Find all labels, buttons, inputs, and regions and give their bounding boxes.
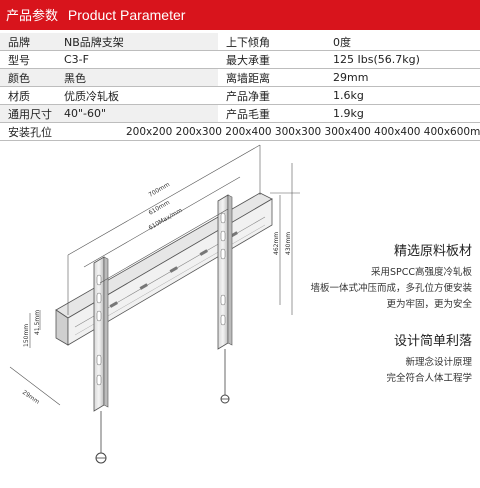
param-label: 最大承重 <box>218 50 325 69</box>
feature-line: 更为牢固，更为安全 <box>386 299 472 310</box>
param-label: 安装孔位 <box>0 122 56 141</box>
param-label: 产品净重 <box>218 86 325 105</box>
table-row: 颜色 黑色 离墙距离 29mm <box>0 68 480 87</box>
param-value: 29mm <box>325 68 480 87</box>
dimension-lines <box>9 144 300 406</box>
param-label: 品牌 <box>0 33 56 51</box>
feature-title: 精选原料板材 <box>393 244 472 259</box>
param-label: 通用尺寸 <box>0 104 56 123</box>
param-label: 材质 <box>0 86 56 105</box>
dim-label-41: 41.5mm <box>34 310 41 335</box>
section-header: 产品参数 Product Parameter <box>0 0 480 30</box>
param-value: 黑色 <box>56 68 218 87</box>
feature-line: 墙板一体式冲压而成，多孔位方便安装 <box>310 283 472 294</box>
header-title-en: Product Parameter <box>67 7 186 23</box>
dim-label-462: 462mm <box>273 232 280 255</box>
param-value: 0度 <box>325 33 480 51</box>
table-row: 型号 C3-F 最大承重 125 Ibs(56.7kg) <box>0 50 480 69</box>
param-label: 颜色 <box>0 68 56 87</box>
left-tv-arm <box>93 256 109 464</box>
param-label: 离墙距离 <box>218 68 325 87</box>
feature-line: 新理念设计原理 <box>405 357 472 368</box>
table-row: 通用尺寸 40"-60" 产品毛重 1.9kg <box>0 104 480 123</box>
feature-line: 完全符合人体工程学 <box>386 373 472 384</box>
table-row: 安装孔位 200x200 200x300 200x400 300x300 300… <box>0 122 480 141</box>
param-value: 40"-60" <box>56 104 218 123</box>
param-value: NB品牌支架 <box>56 33 218 51</box>
param-label: 产品毛重 <box>218 104 325 123</box>
parameter-table: 品牌 NB品牌支架 上下倾角 0度 型号 C3-F 最大承重 125 Ibs(5… <box>0 33 480 141</box>
feature-material: 精选原料板材 采用SPCC高强度冷轧板 墙板一体式冲压而成，多孔位方便安装 更为… <box>310 240 472 313</box>
param-label: 上下倾角 <box>218 33 325 51</box>
param-value: 1.9kg <box>325 104 480 123</box>
header-title-cn: 产品参数 <box>6 9 59 24</box>
bracket-diagram: 700mm 610mm 610Max/mm 462mm 430mm 41.5mm… <box>9 144 300 464</box>
dim-label-150: 150mm <box>23 324 30 347</box>
dim-label-430: 430mm <box>285 232 292 255</box>
param-value: 200x200 200x300 200x400 300x300 300x400 … <box>56 122 480 141</box>
dim-label-29: 29mm <box>21 389 41 406</box>
feature-title: 设计简单利落 <box>393 334 472 349</box>
param-value: C3-F <box>56 50 218 69</box>
feature-design: 设计简单利落 新理念设计原理 完全符合人体工程学 <box>386 330 472 387</box>
param-label: 型号 <box>0 50 56 69</box>
right-tv-arm <box>217 194 233 404</box>
dim-label-700: 700mm <box>148 181 172 199</box>
param-value: 优质冷轧板 <box>56 86 218 105</box>
table-row: 材质 优质冷轧板 产品净重 1.6kg <box>0 86 480 105</box>
param-value: 125 Ibs(56.7kg) <box>325 50 480 69</box>
feature-line: 采用SPCC高强度冷轧板 <box>370 267 472 278</box>
param-value: 1.6kg <box>325 86 480 105</box>
table-row: 品牌 NB品牌支架 上下倾角 0度 <box>0 33 480 51</box>
